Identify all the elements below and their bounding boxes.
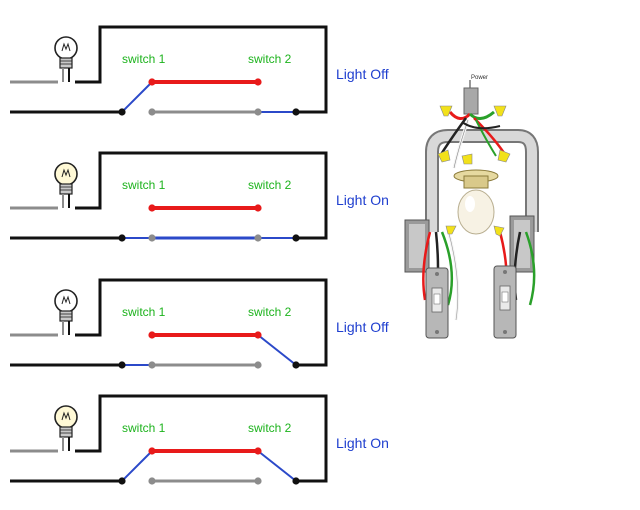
light-state-label: Light Off: [336, 319, 389, 335]
terminal-dot: [254, 447, 262, 455]
switch-1-lever: [121, 81, 153, 113]
switch-2-lever: [257, 334, 297, 366]
switch-2-label: switch 2: [248, 52, 292, 66]
terminal-dot: [292, 108, 300, 116]
terminal-dot: [148, 234, 156, 242]
switch-2-lever: [257, 450, 297, 482]
conduit-inner: [427, 131, 537, 232]
terminal-dot: [292, 234, 300, 242]
terminal-dot: [118, 361, 126, 369]
terminal-dot: [254, 204, 262, 212]
terminal-dot: [148, 78, 156, 86]
terminal-dot: [148, 331, 156, 339]
terminal-dot: [118, 477, 126, 485]
terminal-dot: [254, 234, 262, 242]
terminal-dot: [254, 331, 262, 339]
circuit-panel-3: switch 1 switch 2 Light Off: [10, 278, 389, 369]
switch-2-label: switch 2: [248, 178, 292, 192]
bulb-icon: [54, 289, 78, 335]
bulb-icon: [453, 169, 499, 235]
power-label: Power: [471, 75, 488, 81]
terminal-dot: [148, 361, 156, 369]
bulb-icon: [54, 162, 78, 208]
switch-2-label: switch 2: [248, 421, 292, 435]
switch-box-icon-2: [493, 215, 536, 339]
terminal-dot: [254, 108, 262, 116]
terminal-dot: [254, 361, 262, 369]
terminal-dot: [148, 108, 156, 116]
terminal-dot: [118, 234, 126, 242]
light-state-label: Light Off: [336, 66, 389, 82]
switch-2-label: switch 2: [248, 305, 292, 319]
terminal-dot: [254, 477, 262, 485]
circuit-panel-4: switch 1 switch 2 Light On: [10, 394, 389, 485]
hot-wire: [75, 394, 328, 483]
wire-nut-icon: [437, 105, 511, 165]
power-cable: [463, 87, 479, 115]
terminal-dot: [148, 477, 156, 485]
bulb-icon: [54, 36, 78, 82]
switch-1-label: switch 1: [122, 178, 166, 192]
switch-1-label: switch 1: [122, 421, 166, 435]
terminal-dot: [254, 78, 262, 86]
circuit-panel-1: switch 1 switch 2 Light Off: [10, 25, 389, 116]
terminal-dot: [118, 108, 126, 116]
terminal-dot: [148, 447, 156, 455]
hot-wire: [75, 25, 328, 114]
light-state-label: Light On: [336, 192, 389, 208]
circuit-panel-2: switch 1 switch 2 Light On: [10, 151, 389, 242]
switch-1-label: switch 1: [122, 305, 166, 319]
light-state-label: Light On: [336, 435, 389, 451]
bulb-icon: [54, 405, 78, 451]
switch-1-label: switch 1: [122, 52, 166, 66]
switch-box-icon: [404, 219, 460, 339]
hot-wire: [75, 278, 328, 367]
terminal-dot: [292, 361, 300, 369]
terminal-dot: [292, 477, 300, 485]
switch-1-lever: [121, 450, 153, 482]
wiring-illustration: Power: [404, 75, 539, 339]
terminal-dot: [148, 204, 156, 212]
hot-wire: [75, 151, 328, 240]
